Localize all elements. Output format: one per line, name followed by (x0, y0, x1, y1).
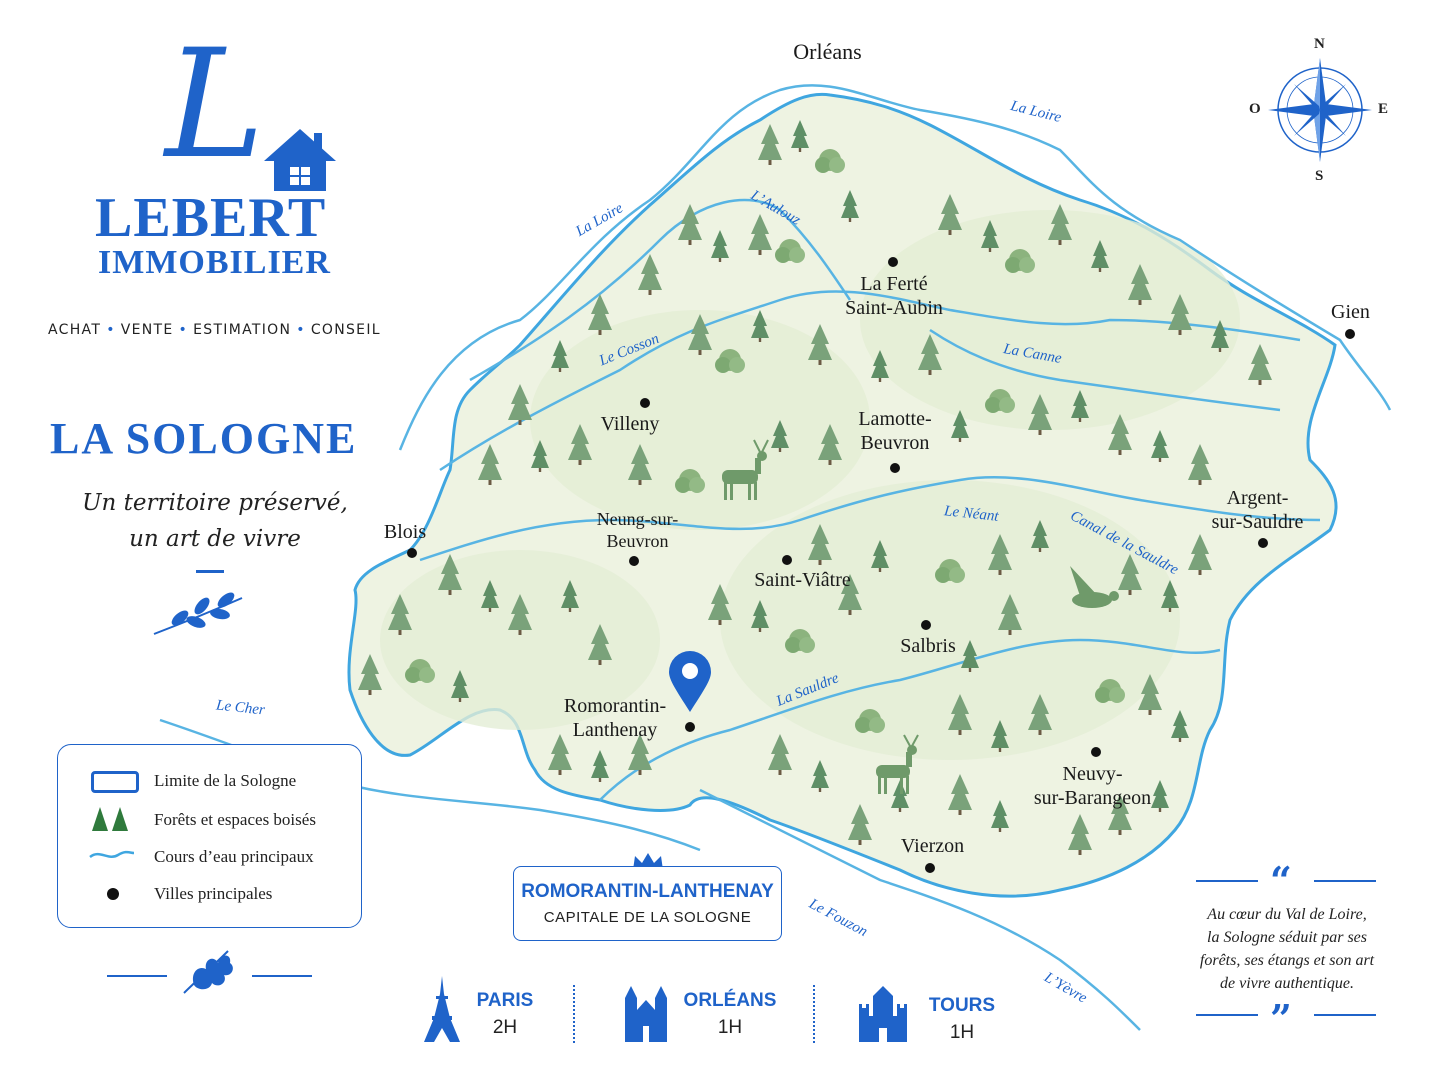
dot-icon (107, 888, 119, 900)
logo-name: LEBERT (95, 187, 327, 249)
river-neant (419, 476, 1321, 562)
city-label-blois: Blois (383, 521, 427, 543)
river-cosson (439, 290, 1301, 472)
city-dot (888, 257, 898, 267)
city-dot (1091, 747, 1101, 757)
separator (813, 985, 815, 1043)
cathedral-icon (625, 986, 667, 1042)
river-yevre (699, 788, 1141, 1031)
service-vente: VENTE (120, 322, 174, 338)
compass-south: S (1315, 168, 1324, 184)
eiffel-tower-icon (424, 976, 460, 1042)
service-achat: ACHAT (48, 322, 102, 338)
travel-city-paris: PARIS (476, 990, 534, 1011)
quote-close-mark: ” (1270, 996, 1292, 1041)
city-dot (925, 863, 935, 873)
city-dot (407, 548, 417, 558)
divider-left (107, 975, 167, 977)
capital-caption: CAPITALE DE LA SOLOGNE (543, 909, 752, 926)
city-dot (782, 555, 792, 565)
quote-rule-bottom-right (1314, 1014, 1376, 1016)
logo-monogram: L (165, 18, 265, 192)
city-label-villeny: Villeny (600, 413, 660, 435)
services-tagline: ACHAT•VENTE•ESTIMATION•CONSEIL (48, 322, 381, 338)
city-dot (1345, 329, 1355, 339)
city-dot (629, 556, 639, 566)
compass-icon (1268, 58, 1372, 162)
crown-icon (633, 853, 663, 870)
legend-item-boundary: Limite de la Sologne (154, 771, 297, 790)
city-label-saint-viatre: Saint-Viâtre (754, 569, 851, 591)
city-label-lamotte: Lamotte- Beuvron (858, 408, 932, 454)
city-dot (685, 722, 695, 732)
city-dot (921, 620, 931, 630)
wave-icon (89, 850, 135, 859)
city-label-orleans: Orléans (793, 39, 862, 64)
subtitle: Un territoire préservé, un art de vivre (40, 485, 390, 557)
logo-subname: IMMOBILIER (98, 244, 331, 281)
compass-north: N (1314, 36, 1325, 52)
service-conseil: CONSEIL (310, 322, 381, 338)
divider (196, 570, 224, 573)
city-label-gien: Gien (1331, 301, 1370, 323)
river-aulouz (469, 198, 852, 382)
travel-time-paris: 2H (492, 1017, 518, 1038)
travel-city-orleans: ORLÉANS (683, 990, 777, 1011)
travel-city-tours: TOURS (928, 995, 996, 1016)
boundary-swatch (91, 771, 139, 793)
capital-box: ROMORANTIN-LANTHENAY CAPITALE DE LA SOLO… (513, 866, 782, 941)
city-label-romorantin: Romorantin- Lanthenay (563, 695, 667, 741)
trees-icon (92, 807, 128, 831)
legend-item-city: Villes principales (154, 884, 273, 903)
city-dot (640, 398, 650, 408)
divider-right (252, 975, 312, 977)
river-sauldre (599, 638, 1221, 801)
city-dot (890, 463, 900, 473)
legend-item-river: Cours d’eau principaux (154, 847, 314, 866)
city-label-argent: Argent- sur-Sauldre (1211, 487, 1304, 533)
quote-text: Au cœur du Val de Loire, la Sologne sédu… (1199, 906, 1375, 992)
subtitle-line-2: un art de vivre (129, 526, 301, 552)
river-loire (398, 84, 1392, 451)
legend: Limite de la Sologne Forêts et espaces b… (57, 744, 362, 928)
compass-east: E (1378, 101, 1389, 117)
bird-icon (1070, 566, 1119, 608)
oak-leaf-icon (183, 950, 233, 994)
city-label-vierzon: Vierzon (900, 835, 965, 857)
travel-time-tours: 1H (949, 1022, 975, 1043)
subtitle-line-1: Un territoire préservé, (82, 490, 348, 516)
logo: L LEBERT IMMOBILIER (95, 20, 355, 281)
quote-rule-top-right (1314, 880, 1376, 882)
city-label-neung: Neung-sur- Beuvron (596, 509, 679, 551)
house-icon (264, 129, 336, 191)
quote-rule-bottom-left (1196, 1014, 1258, 1016)
city-label-neuvy: Neuvy- sur-Barangeon (1033, 763, 1152, 809)
travel-time-orleans: 1H (717, 1017, 743, 1038)
compass-west: O (1249, 101, 1261, 117)
location-pin-icon (669, 651, 711, 712)
river-canne (929, 328, 1281, 412)
city-dot (1258, 538, 1268, 548)
city-label-la-ferte: La Ferté Saint-Aubin (845, 273, 943, 319)
deer-icon (876, 734, 919, 794)
quote-rule-top-left (1196, 880, 1258, 882)
quote-open-mark: “ (1270, 858, 1292, 903)
legend-item-forest: Forêts et espaces boisés (154, 810, 316, 829)
separator (573, 985, 575, 1043)
leaf-branch-icon (153, 592, 243, 635)
castle-icon (859, 986, 907, 1042)
page-title: LA SOLOGNE (50, 414, 358, 463)
deer-icon (722, 439, 769, 500)
city-label-salbris: Salbris (900, 635, 956, 657)
capital-name: ROMORANTIN-LANTHENAY (521, 881, 774, 902)
service-estimation: ESTIMATION (193, 322, 292, 338)
